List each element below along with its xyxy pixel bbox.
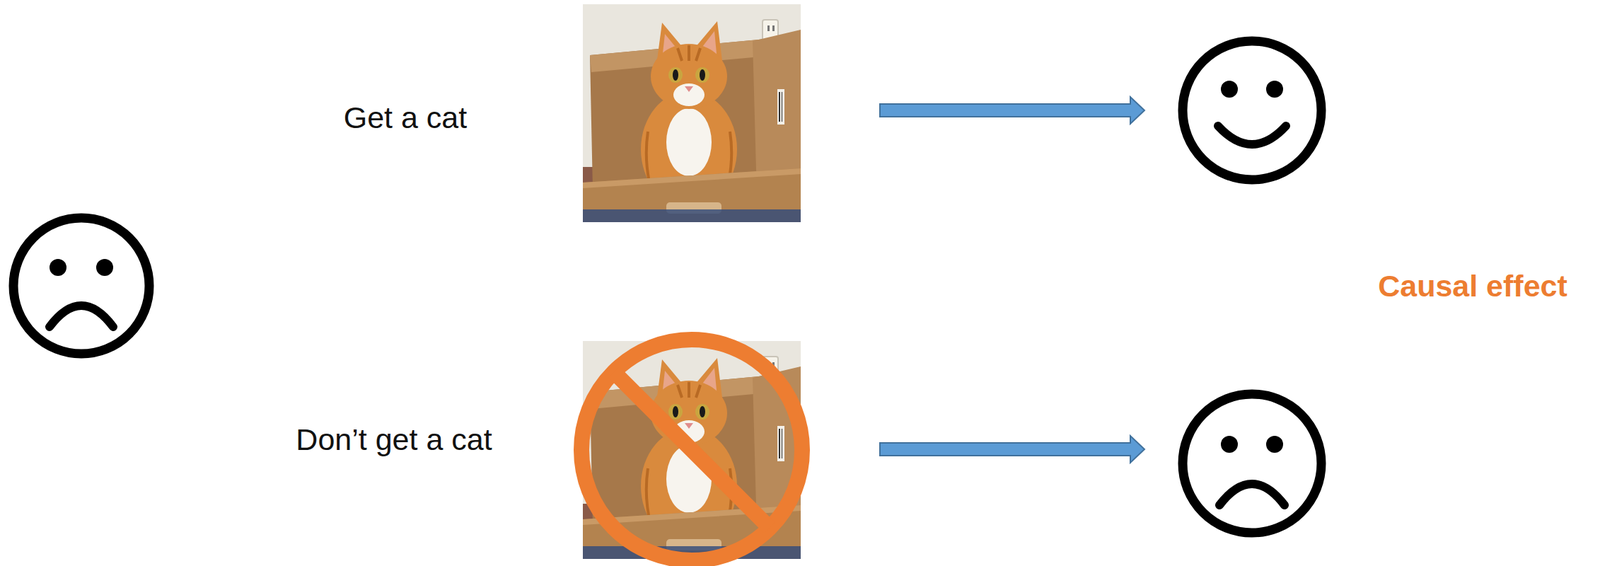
sad-face	[1182, 393, 1322, 533]
label-holder: Causal effect	[1377, 268, 1568, 304]
happy-face	[1182, 41, 1322, 180]
label-holder: Don’t get a cat	[295, 422, 492, 457]
label-holder: Get a cat	[343, 100, 467, 136]
option-label: Get a cat	[343, 100, 467, 136]
cat-photo	[582, 4, 801, 223]
arrow	[879, 96, 1145, 124]
arrow	[879, 435, 1145, 463]
effect-label: Causal effect	[1377, 268, 1568, 304]
sad-face	[13, 217, 150, 354]
cat-photo-crossed	[581, 339, 803, 561]
option-label: Don’t get a cat	[295, 422, 492, 457]
